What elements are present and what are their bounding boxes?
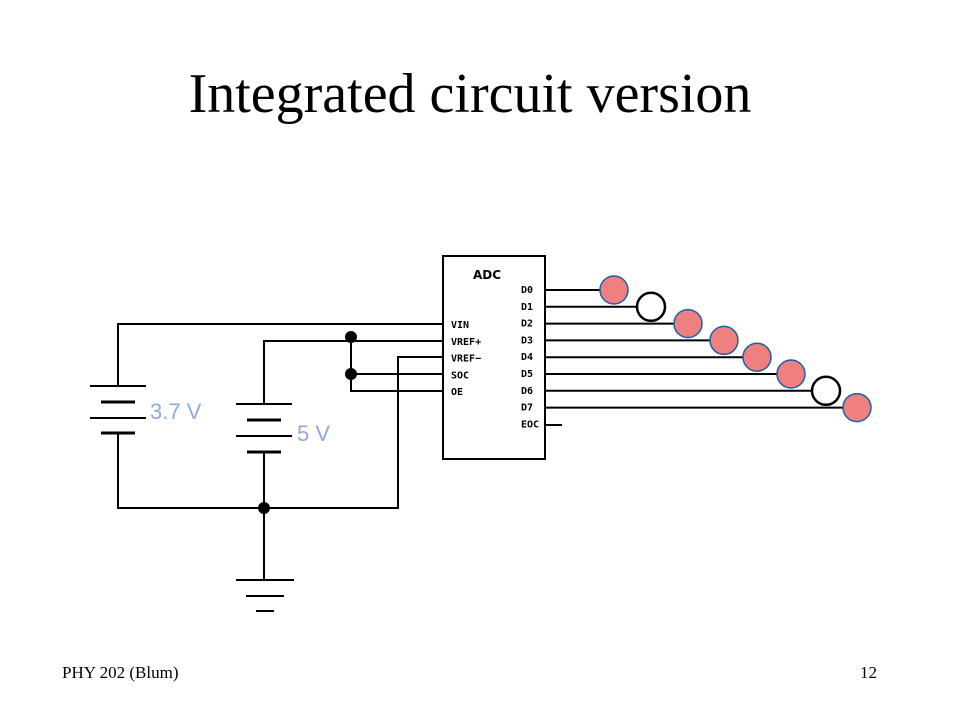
adc-output-pin-label: D2 [521, 319, 533, 330]
junction-node [345, 331, 357, 343]
adc-output-pin-label: D3 [521, 335, 533, 346]
adc-output-pin-label: D1 [521, 302, 533, 313]
adc-input-pin-label: VREF+ [451, 337, 481, 348]
led-lit [842, 392, 872, 423]
battery-3-7v-label: 3.7 V [150, 399, 202, 424]
adc-chip-body [442, 255, 546, 460]
adc-input-pins: VIN VREF+ VREF− SOC OE [451, 320, 481, 398]
junction-nodes [258, 331, 357, 514]
adc-input-pin-label: VREF− [451, 354, 481, 365]
adc-output-wires [545, 289, 843, 409]
adc-output-pin-label: EOC [521, 419, 539, 430]
junction-node [345, 368, 357, 380]
footer-course: PHY 202 (Blum) [62, 663, 179, 682]
adc-input-pin-label: SOC [451, 370, 469, 381]
adc-input-pin-label: VIN [451, 320, 469, 331]
battery-5v-label: 5 V [297, 421, 330, 446]
adc-input-pin-label: OE [451, 387, 463, 398]
led-lit [776, 359, 806, 389]
led-array [599, 275, 872, 423]
led-lit [599, 275, 629, 305]
adc-output-pin-label: D4 [521, 352, 533, 363]
junction-node [258, 502, 270, 514]
page-number: 12 [860, 663, 877, 682]
batteries [90, 385, 292, 454]
adc-output-pin-label: D0 [521, 285, 533, 296]
led-unlit [810, 375, 842, 407]
adc-chip-label: ADC [473, 268, 501, 282]
battery-5v [236, 403, 292, 454]
adc-output-pin-label: D7 [521, 403, 533, 414]
battery-3-7v [90, 385, 146, 435]
circuit-wires [117, 323, 562, 580]
slide-title: Integrated circuit version [188, 63, 752, 125]
led-unlit [635, 291, 667, 323]
ground-symbol [236, 579, 294, 612]
adc-output-pin-label: D5 [521, 369, 533, 380]
led-lit [709, 325, 739, 356]
led-lit [673, 308, 703, 339]
led-lit [742, 342, 772, 372]
adc-output-pin-label: D6 [521, 386, 533, 397]
